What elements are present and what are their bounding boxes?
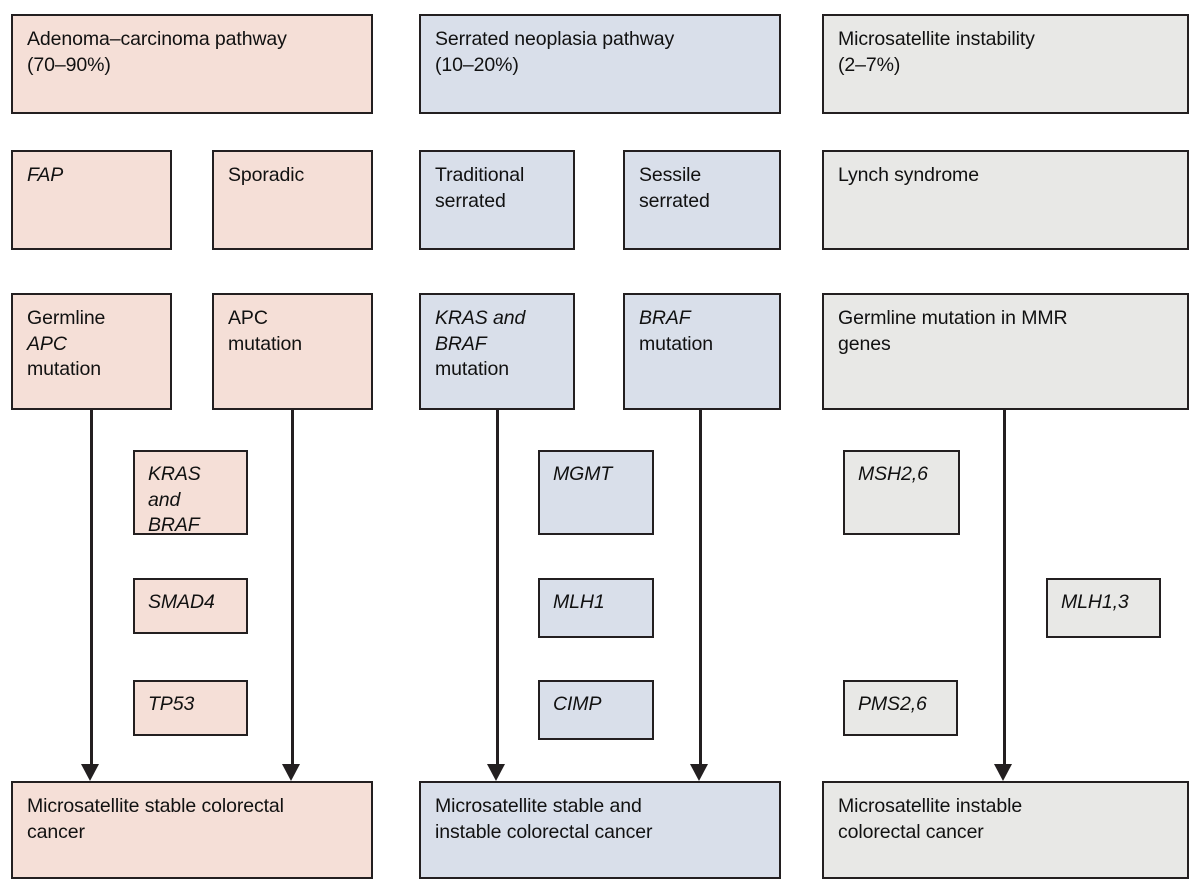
mutation-box-germline-mmr: Germline mutation in MMR genes <box>822 293 1189 410</box>
subtype-line-1: Sessile <box>639 164 702 186</box>
arrowhead-sessile-to-outcome <box>690 764 708 781</box>
outcome-line-1: Microsatellite stable colorectal <box>27 795 284 817</box>
outcome-box-microsatellite-stable-and-instable: Microsatellite stable and instable color… <box>419 781 781 879</box>
mutation-box-braf-mutation: BRAF mutation <box>623 293 781 410</box>
mutation-line-3: mutation <box>27 358 101 381</box>
gene-label: MSH2,6 <box>858 463 928 485</box>
mutation-line-2: BRAF <box>435 332 487 355</box>
subtype-box-sporadic: Sporadic <box>212 150 373 250</box>
subtype-box-traditional-serrated: Traditional serrated <box>419 150 575 250</box>
mutation-box-kras-braf-mutation: KRAS and BRAF mutation <box>419 293 575 410</box>
subtype-line-1: Traditional <box>435 164 525 186</box>
gene-box-mlh1-3: MLH1,3 <box>1046 578 1161 638</box>
gene-label: PMS2,6 <box>858 693 927 715</box>
subtype-label-sporadic: Sporadic <box>228 164 305 186</box>
outcome-line-1: Microsatellite stable and <box>435 795 642 817</box>
mutation-line-2: mutation <box>639 332 713 355</box>
gene-label: SMAD4 <box>148 591 215 613</box>
outcome-line-2: colorectal cancer <box>838 820 984 843</box>
header-line-1: Adenoma–carcinoma pathway <box>27 28 287 50</box>
header-box-serrated-neoplasia: Serrated neoplasia pathway (10–20%) <box>419 14 781 114</box>
connector-line-traditional-to-outcome <box>496 410 499 768</box>
outcome-line-2: instable colorectal cancer <box>435 820 653 843</box>
header-line-2: (10–20%) <box>435 53 519 76</box>
gene-box-msh2-6: MSH2,6 <box>843 450 960 535</box>
mutation-box-germline-apc: Germline APC mutation <box>11 293 172 410</box>
gene-box-mgmt: MGMT <box>538 450 654 535</box>
gene-label: MLH1,3 <box>1061 591 1129 613</box>
mutation-line-1: APC <box>228 307 268 329</box>
outcome-line-1: Microsatellite instable <box>838 795 1023 817</box>
outcome-box-microsatellite-stable: Microsatellite stable colorectal cancer <box>11 781 373 879</box>
arrowhead-traditional-to-outcome <box>487 764 505 781</box>
mutation-line-2: genes <box>838 332 891 355</box>
subtype-box-lynch-syndrome: Lynch syndrome <box>822 150 1189 250</box>
mutation-line-3: mutation <box>435 358 509 381</box>
mutation-line-1: BRAF <box>639 307 691 329</box>
gene-box-tp53: TP53 <box>133 680 248 736</box>
mutation-line-2: mutation <box>228 332 302 355</box>
gene-box-pms2-6: PMS2,6 <box>843 680 958 736</box>
gene-box-cimp: CIMP <box>538 680 654 740</box>
subtype-label-lynch: Lynch syndrome <box>838 164 979 186</box>
header-line-2: (2–7%) <box>838 53 901 76</box>
subtype-box-fap: FAP <box>11 150 172 250</box>
mutation-box-apc: APC mutation <box>212 293 373 410</box>
subtype-line-2: serrated <box>639 189 710 212</box>
connector-line-sessile-to-outcome <box>699 410 702 768</box>
header-box-adenoma-carcinoma: Adenoma–carcinoma pathway (70–90%) <box>11 14 373 114</box>
connector-line-fap-to-outcome <box>90 410 93 768</box>
arrowhead-sporadic-to-outcome <box>282 764 300 781</box>
header-line-1: Microsatellite instability <box>838 28 1035 50</box>
mutation-line-1: Germline <box>27 307 106 329</box>
gene-box-mlh1: MLH1 <box>538 578 654 638</box>
header-line-2: (70–90%) <box>27 53 111 76</box>
outcome-line-2: cancer <box>27 820 85 843</box>
header-box-microsatellite-instability: Microsatellite instability (2–7%) <box>822 14 1189 114</box>
gene-label: TP53 <box>148 693 195 715</box>
gene-line-2: BRAF <box>148 514 200 537</box>
subtype-line-2: serrated <box>435 189 506 212</box>
gene-box-smad4: SMAD4 <box>133 578 248 634</box>
connector-line-sporadic-to-outcome <box>291 410 294 768</box>
mutation-line-1: Germline mutation in MMR <box>838 307 1068 329</box>
arrowhead-mmr-to-outcome <box>994 764 1012 781</box>
header-line-1: Serrated neoplasia pathway <box>435 28 675 50</box>
gene-label: MLH1 <box>553 591 605 613</box>
connector-line-mmr-to-outcome <box>1003 410 1006 768</box>
gene-box-kras-braf-col1: KRAS and BRAF <box>133 450 248 536</box>
mutation-line-1: KRAS and <box>435 307 526 329</box>
subtype-box-sessile-serrated: Sessile serrated <box>623 150 781 250</box>
mutation-line-2: APC <box>27 332 67 355</box>
gene-label: MGMT <box>553 463 613 485</box>
gene-line-1: KRAS and <box>148 463 201 511</box>
outcome-box-microsatellite-instable: Microsatellite instable colorectal cance… <box>822 781 1189 879</box>
subtype-label-fap: FAP <box>27 164 64 186</box>
gene-label: CIMP <box>553 693 602 715</box>
arrowhead-fap-to-outcome <box>81 764 99 781</box>
